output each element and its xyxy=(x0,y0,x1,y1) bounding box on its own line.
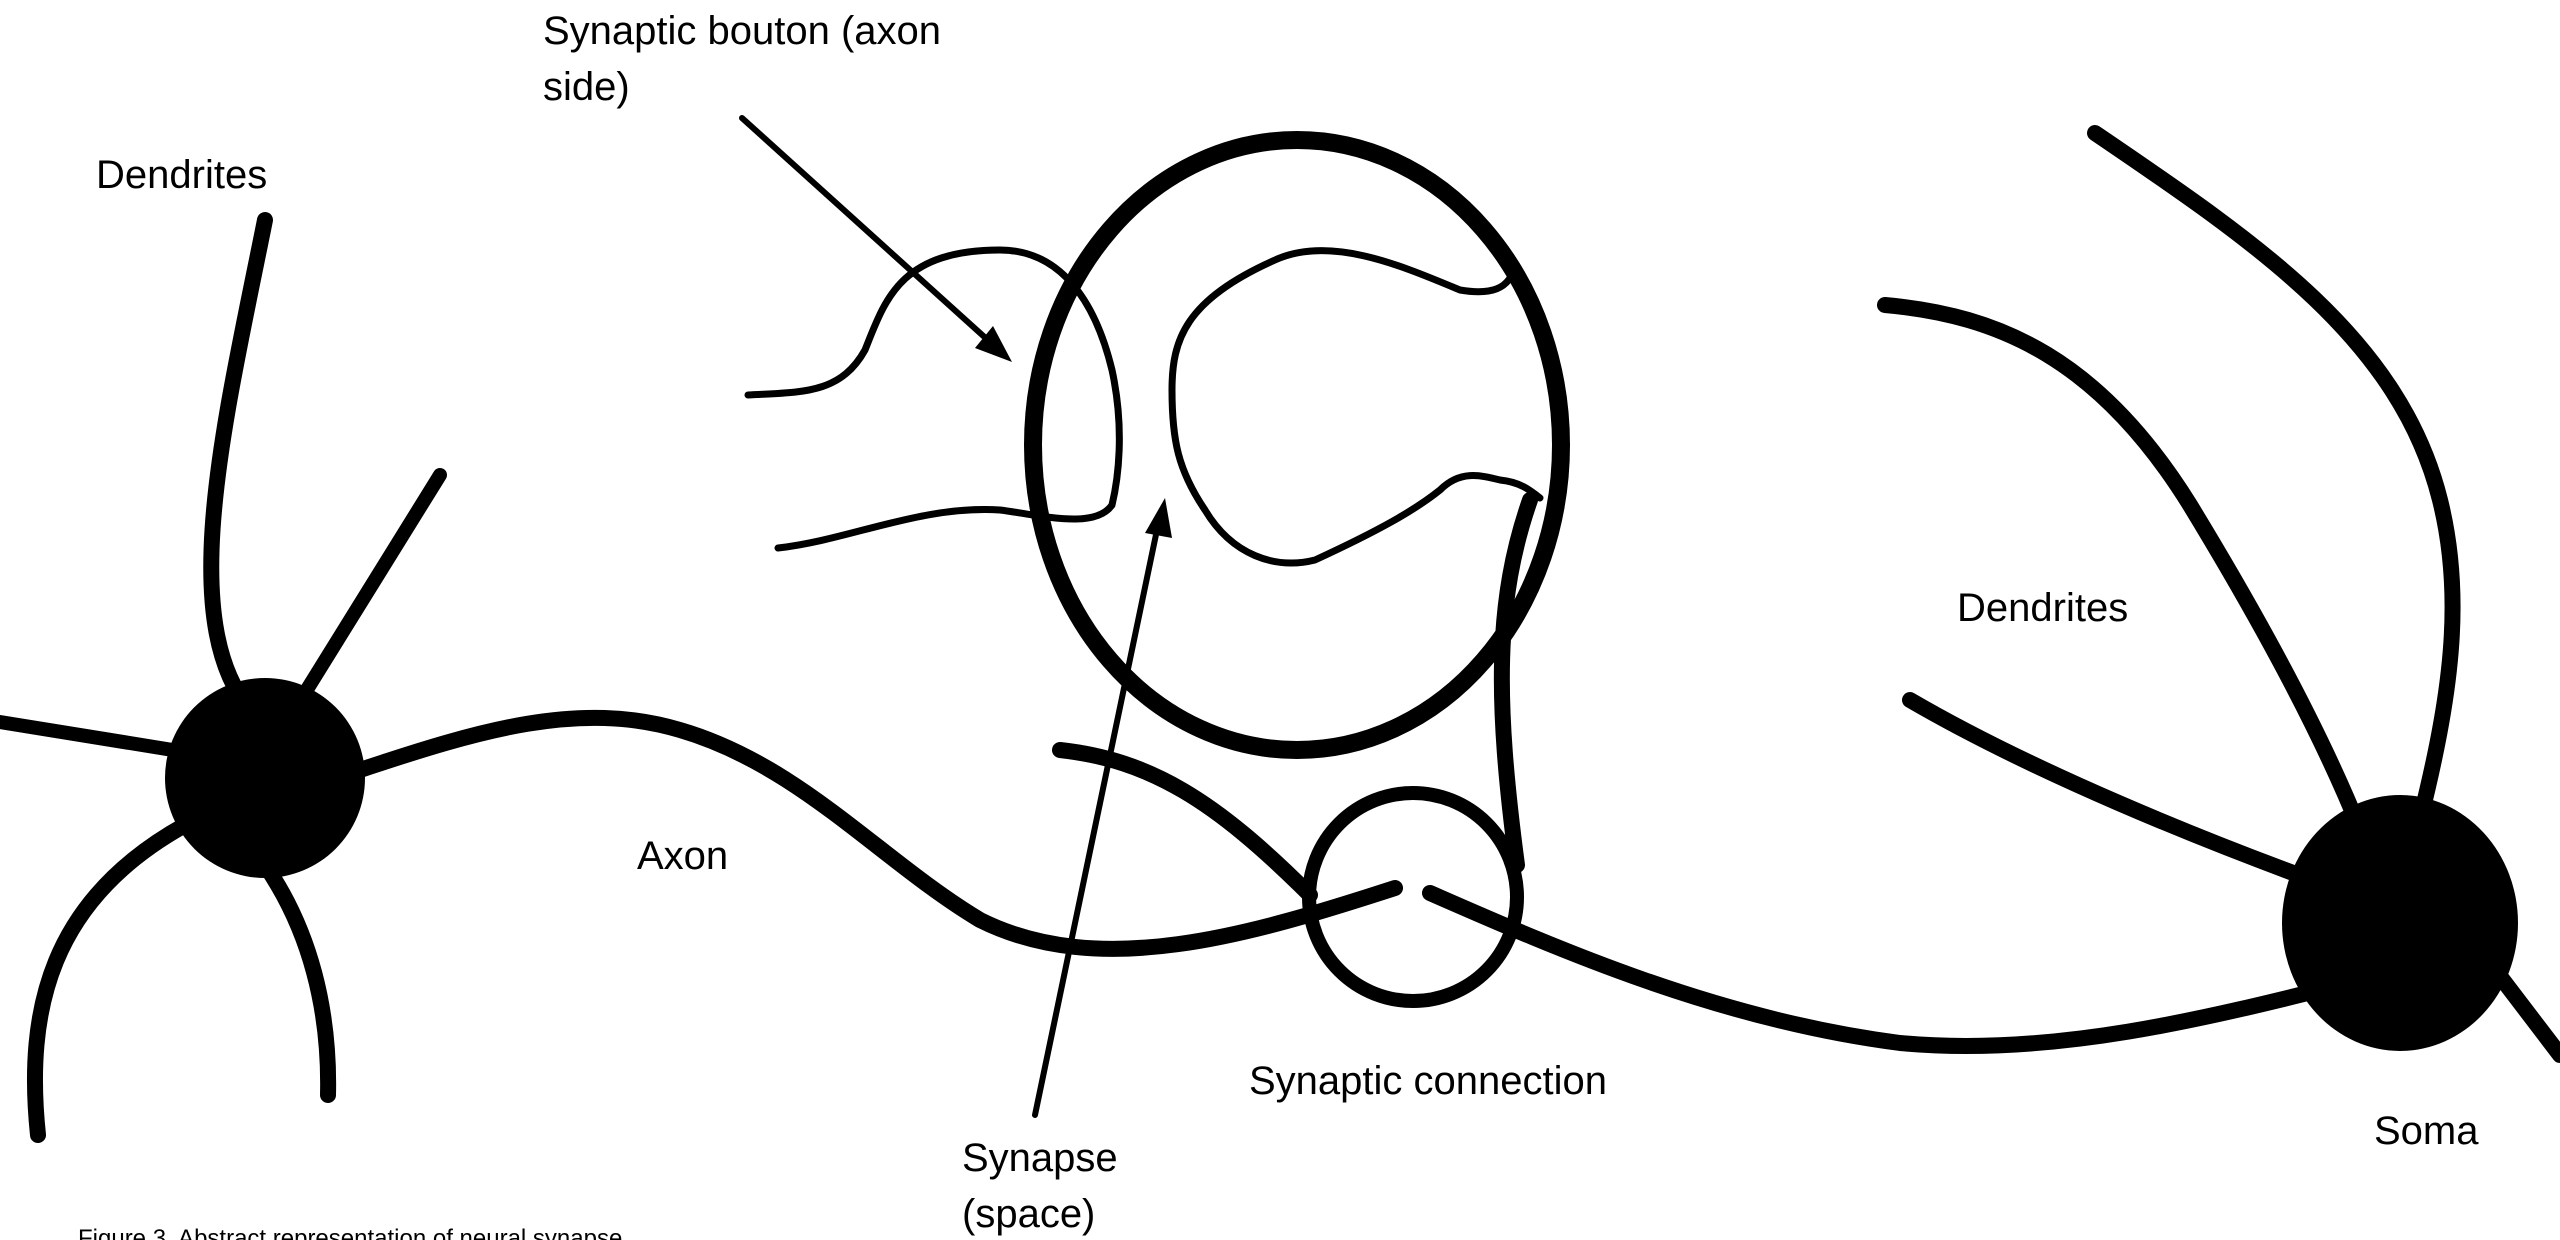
right-soma xyxy=(2282,795,2518,1051)
synaptic-bouton-label-line2: side) xyxy=(543,59,941,115)
right-dendrite-tall xyxy=(2095,133,2453,820)
synaptic-bouton-label: Synaptic bouton (axon side) xyxy=(543,3,941,115)
left-dendrite-lower-right xyxy=(265,865,328,1095)
postsynaptic-terminal xyxy=(1172,251,1540,563)
left-dendrite-lower-left xyxy=(35,825,185,1135)
synapse-space-label-line2: (space) xyxy=(962,1186,1118,1240)
magnifier-connector xyxy=(1502,500,1530,865)
axon-label: Axon xyxy=(637,828,728,884)
synaptic-connection-label: Synaptic connection xyxy=(1249,1053,1607,1109)
left-dendrite-diagonal xyxy=(285,475,440,725)
right-dendrite-curved xyxy=(1885,305,2360,830)
right-dendrite-lower xyxy=(1910,700,2340,890)
left-neuron xyxy=(0,220,440,1135)
soma-label: Soma xyxy=(2374,1103,2479,1159)
left-soma xyxy=(165,678,365,878)
left-dendrite-upper xyxy=(211,220,265,710)
dendrites-label-right: Dendrites xyxy=(1957,580,2128,636)
synapse-space-label: Synapse (space) xyxy=(962,1130,1118,1240)
dendrites-label-left: Dendrites xyxy=(96,147,267,203)
synaptic-bouton-label-line1: Synaptic bouton (axon xyxy=(543,3,941,59)
postsynaptic-dendrite xyxy=(1430,893,2380,1046)
magnified-synapse-view xyxy=(1033,140,1561,750)
synapse-space-label-line1: Synapse xyxy=(962,1130,1118,1186)
left-input-line xyxy=(0,722,185,752)
figure-caption: Figure 3. Abstract representation of neu… xyxy=(78,1224,622,1240)
